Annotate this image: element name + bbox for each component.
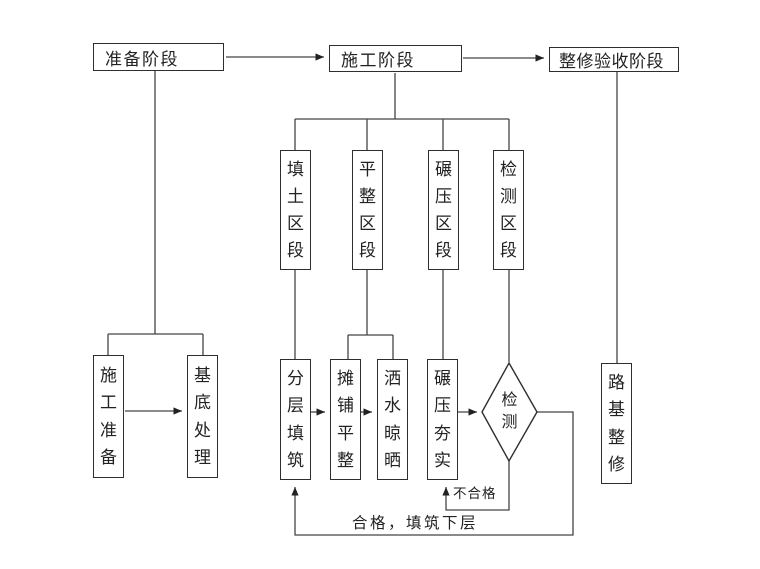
stage-box-preparation: 准备阶段 [93, 43, 224, 71]
step-box-construction-prep-label: 施工准备 [100, 366, 117, 467]
step-box-base-treatment-label: 基底处理 [194, 366, 211, 467]
section-box-fill-soil: 填土区段 [280, 150, 311, 270]
section-box-testing: 检测区段 [493, 150, 524, 270]
section-box-fill-soil-label: 填土区段 [287, 159, 304, 261]
edge-fail-loop [442, 461, 510, 511]
decision-diamond-test: 检测 [496, 383, 523, 441]
stage-box-acceptance: 整修验收阶段 [549, 47, 679, 72]
process-box-water-drying-label: 洒水晾晒 [384, 369, 401, 470]
stage-box-construction: 施工阶段 [329, 45, 462, 72]
process-box-water-drying: 洒水晾晒 [377, 359, 408, 480]
step-box-base-treatment: 基底处理 [187, 355, 218, 478]
edge-level-section-split [347, 270, 394, 360]
step-box-roadbed-repair: 路基整修 [601, 363, 632, 484]
decision-diamond-shape [481, 361, 538, 463]
process-box-spread-leveling-label: 摊铺平整 [337, 369, 354, 470]
process-box-spread-leveling: 摊铺平整 [330, 359, 361, 480]
decision-diamond-test-label: 检测 [501, 392, 518, 431]
process-box-layered-filling-label: 分层填筑 [287, 369, 304, 470]
step-box-construction-prep: 施工准备 [93, 355, 124, 478]
edge-prep-branch [107, 333, 204, 356]
process-box-roll-compacting: 碾压夯实 [427, 359, 458, 480]
edge-section-branch [294, 118, 510, 151]
step-box-roadbed-repair-label: 路基整修 [608, 373, 625, 474]
section-box-leveling: 平整区段 [352, 150, 383, 270]
section-box-rolling-label: 碾压区段 [435, 159, 452, 261]
section-box-leveling-label: 平整区段 [359, 159, 376, 261]
process-box-layered-filling: 分层填筑 [280, 359, 311, 480]
section-box-rolling: 碾压区段 [428, 150, 459, 270]
edge-label-fail: 不合格 [453, 486, 497, 501]
process-box-roll-compacting-label: 碾压夯实 [434, 369, 451, 470]
edge-label-pass: 合格，填筑下层 [352, 515, 479, 532]
section-box-testing-label: 检测区段 [500, 159, 517, 261]
edge-pass-loop [291, 411, 574, 536]
